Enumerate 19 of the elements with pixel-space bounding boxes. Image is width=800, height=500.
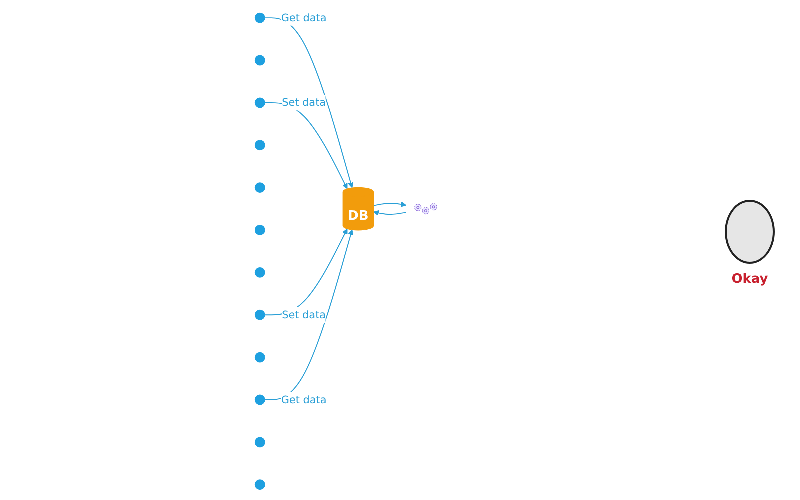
edge-label: Set data xyxy=(282,308,326,321)
arrow xyxy=(373,210,406,216)
node-person xyxy=(254,437,265,448)
node-person xyxy=(254,310,265,320)
node-person xyxy=(254,480,265,490)
caption-text: Okay xyxy=(730,272,770,287)
node-person xyxy=(254,267,265,278)
node-person xyxy=(254,98,265,108)
node-person xyxy=(254,55,265,66)
edge-label: Get data xyxy=(280,12,326,24)
node-person xyxy=(254,140,265,151)
node-person xyxy=(254,394,265,406)
node-person xyxy=(254,182,265,194)
node-person xyxy=(254,225,265,236)
edge-label: Set data xyxy=(282,96,326,109)
node-person xyxy=(254,352,265,363)
node-person xyxy=(254,12,265,24)
edge-label: Get data xyxy=(280,393,326,406)
arrow xyxy=(372,202,406,208)
